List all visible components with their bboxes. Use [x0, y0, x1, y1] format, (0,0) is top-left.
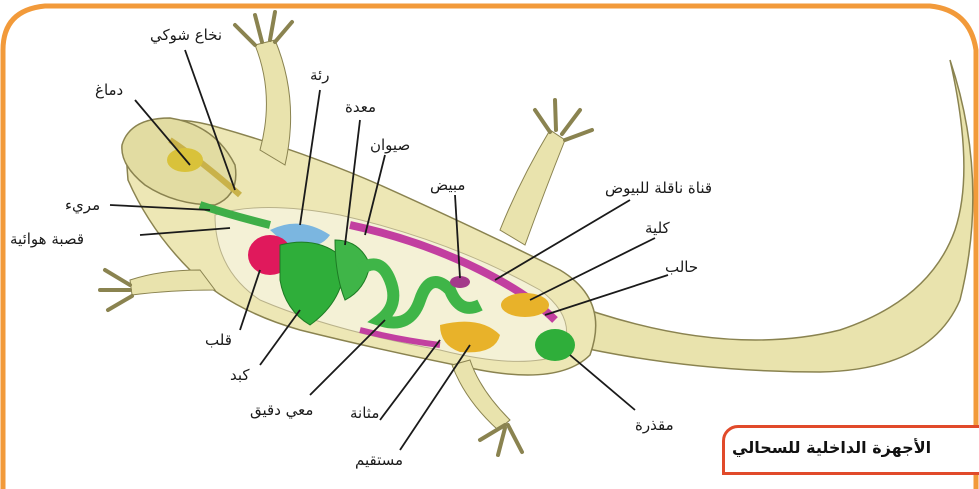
kidney-organ [501, 293, 549, 317]
cloaca-organ [535, 329, 575, 361]
label-lung: رئة [310, 66, 329, 84]
label-esophagus: مريء [65, 196, 100, 215]
label-stomach: معدة [345, 98, 376, 116]
label-brain: دماغ [95, 81, 123, 99]
diagram-title: الأجهزة الداخلية للسحالي [732, 438, 972, 464]
label-liver: كبد [230, 366, 250, 384]
label-ureter: حالب [665, 258, 698, 276]
label-small-intestine: معي دقيق [250, 401, 313, 420]
lizard-tail [560, 60, 973, 372]
label-cloaca: مقذرة [635, 416, 674, 434]
label-spinal-cord: نخاع شوكي [150, 26, 222, 45]
label-trachea: قصبة هوائية [10, 230, 84, 248]
label-sperm-duct: صيوان [370, 136, 410, 154]
label-heart: قلب [205, 331, 232, 349]
label-oviduct: قناة ناقلة للبيوض [605, 179, 712, 197]
front-left-leg [130, 270, 215, 295]
label-rectum: مستقيم [355, 451, 403, 469]
label-bladder: مثانة [350, 404, 379, 422]
back-right-leg [500, 130, 565, 245]
label-kidney: كلية [645, 219, 671, 237]
label-ovary: مبيض [430, 176, 465, 194]
